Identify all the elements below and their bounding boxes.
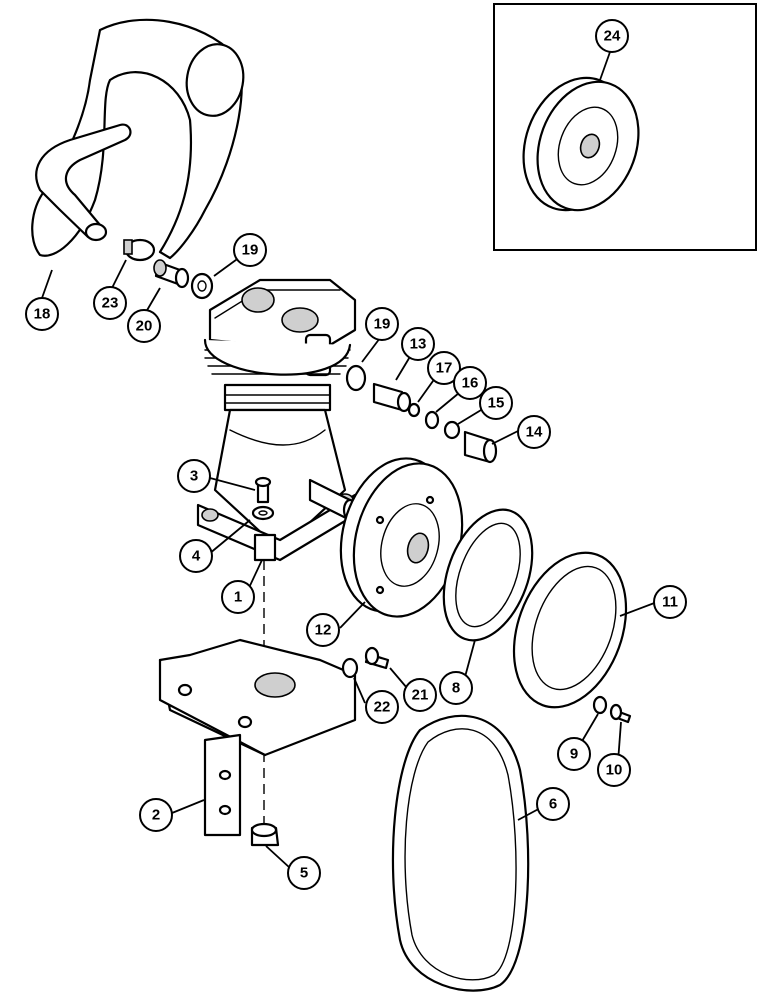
callout-9: 9 (557, 737, 591, 771)
callouts: 24 19 18 23 20 19 13 17 16 15 14 3 4 1 1… (25, 19, 687, 890)
washer-9 (592, 695, 608, 715)
svg-text:17: 17 (436, 360, 453, 377)
svg-text:16: 16 (462, 375, 479, 392)
inset-pulley (522, 76, 640, 212)
svg-text:10: 10 (606, 762, 623, 779)
callout-1: 1 (221, 580, 255, 614)
callout-23: 23 (93, 286, 127, 320)
svg-text:2: 2 (152, 807, 160, 824)
callout-10: 10 (597, 753, 631, 787)
svg-text:15: 15 (488, 395, 505, 412)
svg-text:1: 1 (234, 589, 242, 606)
callout-2: 2 (139, 798, 173, 832)
svg-text:18: 18 (34, 306, 51, 323)
v-belt (391, 714, 530, 992)
svg-text:12: 12 (315, 622, 332, 639)
hose-clamp (123, 238, 156, 262)
callout-14: 14 (517, 415, 551, 449)
callout-19-lower: 19 (365, 307, 399, 341)
elbow-fitting (153, 259, 190, 289)
callout-5: 5 (287, 856, 321, 890)
callout-6: 6 (536, 787, 570, 821)
mounting-bracket (158, 638, 357, 837)
svg-text:23: 23 (102, 295, 119, 312)
svg-text:14: 14 (526, 424, 543, 441)
svg-text:8: 8 (452, 680, 460, 697)
washer-22 (341, 657, 359, 679)
svg-text:19: 19 (374, 316, 391, 333)
bolt-10 (609, 703, 632, 724)
callout-4: 4 (179, 539, 213, 573)
callout-3: 3 (177, 459, 211, 493)
svg-text:20: 20 (136, 318, 153, 335)
svg-text:24: 24 (604, 28, 621, 45)
callout-17: 17 (427, 351, 461, 385)
svg-text:3: 3 (190, 468, 198, 485)
svg-text:5: 5 (300, 865, 308, 882)
fitting-13 (372, 382, 412, 413)
intake-hose (31, 18, 245, 260)
callout-15: 15 (479, 386, 513, 420)
callout-8: 8 (439, 671, 473, 705)
callout-22: 22 (365, 690, 399, 724)
washer-upper (190, 272, 214, 300)
bolt-21 (364, 646, 390, 670)
plate-11 (512, 551, 628, 709)
svg-text:21: 21 (412, 687, 429, 704)
callout-24: 24 (595, 19, 629, 53)
inset-frame (493, 3, 757, 251)
svg-text:13: 13 (410, 336, 427, 353)
nut-5 (250, 822, 280, 847)
ring-16 (424, 410, 440, 430)
svg-text:11: 11 (662, 594, 678, 611)
compressor-body (196, 278, 358, 562)
svg-text:22: 22 (374, 699, 391, 716)
callout-18: 18 (25, 297, 59, 331)
gasket-8 (442, 508, 534, 642)
svg-text:6: 6 (549, 796, 557, 813)
svg-text:19: 19 (242, 242, 259, 259)
svg-text:4: 4 (192, 548, 201, 565)
callout-11: 11 (653, 585, 687, 619)
drive-pulley (339, 457, 464, 618)
svg-text:9: 9 (570, 746, 578, 763)
callout-20: 20 (127, 309, 161, 343)
cap-14 (463, 430, 498, 464)
washer-19-lower (345, 364, 367, 392)
callout-21: 21 (403, 678, 437, 712)
ring-15 (443, 420, 461, 440)
callout-13: 13 (401, 327, 435, 361)
washer-4 (251, 505, 275, 521)
ring-17 (407, 402, 421, 418)
callout-12: 12 (306, 613, 340, 647)
callout-16: 16 (453, 366, 487, 400)
callout-19-upper: 19 (233, 233, 267, 267)
